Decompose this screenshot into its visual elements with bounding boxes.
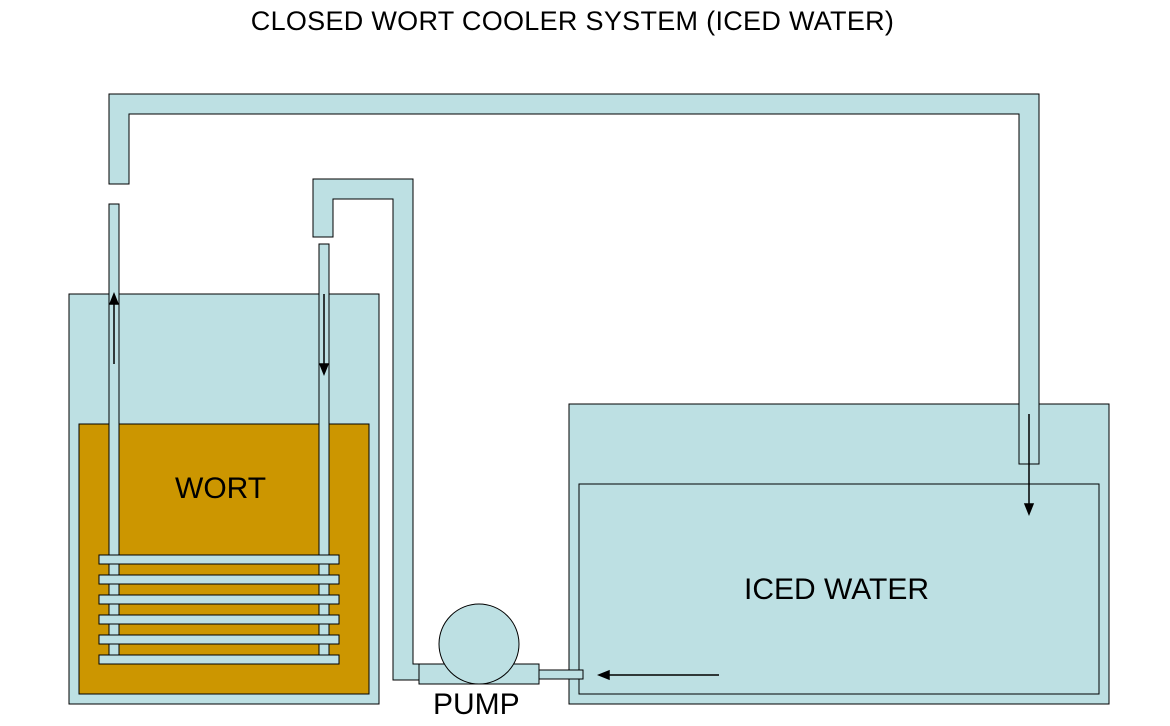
pump-intake-pipe — [538, 669, 584, 680]
iced-water-inner — [578, 483, 1100, 695]
iced-water-label: ICED WATER — [744, 573, 929, 606]
return-pipe — [108, 93, 1040, 465]
flow-arrow-down-head — [318, 363, 330, 377]
coil-loop — [98, 634, 340, 645]
coil-loop — [98, 614, 340, 625]
pump-motor — [438, 603, 520, 685]
pump-label: PUMP — [433, 688, 520, 721]
flow-arrow-up-head — [108, 291, 120, 305]
wort-label: WORT — [175, 472, 267, 505]
coil-loop — [98, 554, 340, 565]
coil-loop — [98, 654, 340, 665]
coil-loop — [98, 574, 340, 585]
flow-arrow-intake-head — [596, 669, 610, 681]
coil-loop — [98, 594, 340, 605]
flow-arrow-tank-head — [1023, 503, 1035, 517]
diagram-title: CLOSED WORT COOLER SYSTEM (ICED WATER) — [250, 6, 895, 36]
